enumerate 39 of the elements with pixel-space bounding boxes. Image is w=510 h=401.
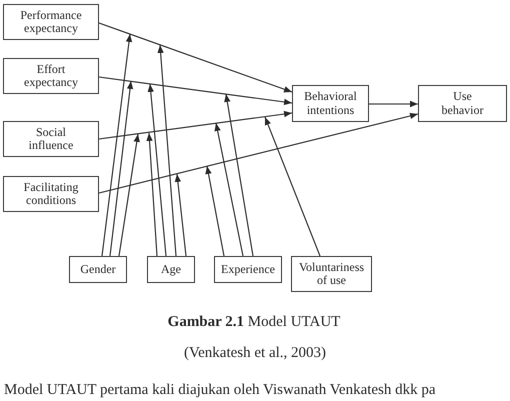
construct-label: Experience: [221, 262, 275, 276]
construct-box: [214, 256, 282, 283]
arrow: [264, 116, 321, 256]
construct-box: [3, 4, 99, 40]
construct-label: Behavioral intentions: [303, 90, 358, 117]
arrow: [214, 122, 244, 256]
arrow: [148, 84, 167, 256]
arrow: [174, 174, 187, 256]
construct-label: Effort expectancy: [23, 62, 79, 90]
construct-label: Performance expectancy: [19, 8, 83, 36]
arrow: [157, 44, 177, 256]
arrow: [98, 76, 292, 106]
arrow: [369, 100, 418, 108]
figure-caption: Gambar 2.1 Model UTAUT: [168, 313, 340, 331]
construct-box: [69, 256, 127, 283]
arrow: [118, 134, 140, 256]
construct-label: Voluntariness of use: [298, 260, 366, 288]
construct-box: [3, 58, 99, 94]
construct-label: Use behavior: [440, 90, 484, 117]
construct-box: [291, 256, 372, 292]
arrow: [98, 112, 418, 194]
construct-label: Age: [161, 262, 181, 276]
arrow: [146, 132, 158, 256]
construct-box: [418, 85, 507, 122]
construct-box: [292, 85, 369, 122]
construct-box: [3, 176, 99, 212]
construct-label: Social influence: [28, 126, 74, 152]
arrow: [109, 80, 134, 256]
arrow: [101, 34, 132, 256]
construct-label: Gender: [80, 262, 116, 276]
arrow: [205, 166, 225, 256]
source-citation: (Venkatesh et al., 2003): [184, 344, 326, 362]
construct-label: Facilitating conditions: [22, 180, 80, 208]
arrow: [224, 94, 254, 256]
construct-box: [3, 121, 99, 157]
body-text: Model UTAUT pertama kali diajukan oleh Viswanath Venkatesh dkk pa: [4, 381, 436, 399]
arrow: [98, 110, 292, 140]
arrow: [98, 22, 292, 93]
construct-box: [147, 256, 195, 283]
